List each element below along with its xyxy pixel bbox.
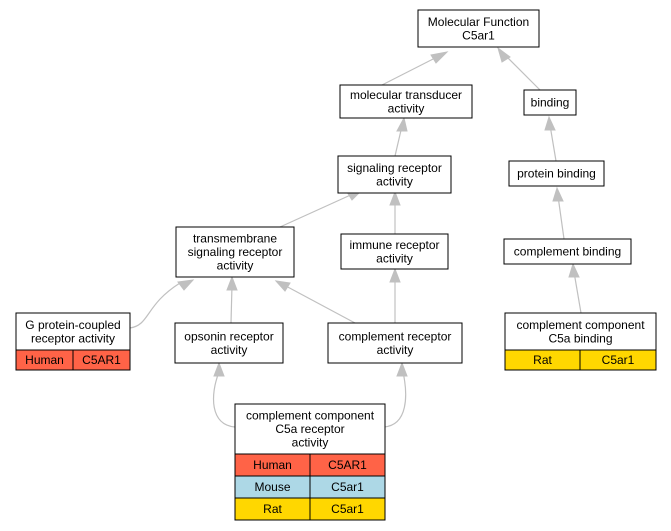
arrowhead-c5ar-to-cra [396,361,408,377]
node-gpcr-label-line: G protein-coupled [25,318,120,332]
arrowhead-cb-to-pb [552,186,564,202]
edge-c5ab-to-cb [573,271,582,314]
gene-cell [579,349,657,371]
arrowhead-c5ar-to-ora [213,361,225,377]
node-cb-box [503,238,632,265]
arrowhead-c5ab-to-cb [568,262,580,278]
gene-label: C5AR1 [82,353,121,367]
node-tsra-label-line: transmembrane [193,232,277,246]
node-bind-box [523,89,577,116]
node-c5ar-label-line: complement component [246,409,375,423]
node-tsra-label-line: signaling receptor [188,245,283,259]
species-label: Rat [533,353,552,367]
node-sra-box [337,155,452,194]
arrowhead-gpcr-to-tsra [177,279,195,291]
arrowhead-ora-to-tsra [226,275,238,291]
gene-cell [72,349,131,371]
arrowhead-cra-to-tsra [274,280,291,292]
node-c5ar-label-line: activity [292,436,329,450]
node-bind[interactable]: binding [523,89,577,116]
node-ora-label-line: activity [211,343,248,357]
node-ira-box [340,233,449,270]
node-ora-label-line: opsonin receptor [184,329,273,343]
edge-cb-to-pb [557,195,565,240]
gene-label: C5ar1 [602,353,635,367]
arrowhead-mta-to-mf [430,51,449,64]
edge-cra-to-tsra [283,284,356,324]
arrowhead-binding-to-mf [497,46,511,63]
species-label: Mouse [254,480,290,494]
node-cb-label-line: complement binding [514,245,621,259]
arrowhead-ira-to-sra [389,190,401,206]
edge-binding-to-mf [505,55,541,91]
node-gpcr-label-line: receptor activity [31,331,115,345]
arrowhead-pb-to-binding [544,115,556,131]
node-mta-label-line: molecular transducer [350,88,462,102]
node-mf-box [417,9,540,48]
node-ira-label-line: activity [376,251,413,265]
species-label: Human [25,353,64,367]
edges [129,55,582,428]
node-cb[interactable]: complement binding [503,238,632,265]
arrowhead-sra-to-mta [396,116,408,132]
species-label: Rat [263,502,282,516]
node-gpcr-box [15,312,131,351]
node-pb[interactable]: protein binding [508,160,605,187]
node-c5ab-box [504,312,657,351]
node-ira-label-line: immune receptor [349,238,439,252]
node-tsra-box [175,226,295,278]
node-mta-label-line: activity [388,101,425,115]
node-mf-label-line: Molecular Function [428,15,529,29]
node-bind-label-line: binding [531,96,570,110]
node-ora-box [174,322,284,364]
gene-label: C5AR1 [328,458,367,472]
node-c5ar-label-line: C5a receptor [275,422,344,436]
species-label: Human [253,458,292,472]
edge-mta-to-mf [379,55,440,87]
edge-c5ar-to-cra [383,371,407,428]
node-mf-label-line: C5ar1 [462,28,495,42]
edge-c5ar-to-ora [212,371,236,428]
edge-gpcr-to-tsra [129,282,181,329]
gene-label: C5ar1 [331,480,364,494]
node-pb-box [508,160,605,187]
node-cra-label-line: activity [377,343,414,357]
node-pb-label-line: protein binding [517,167,596,181]
edge-tsra-to-sra [279,192,356,228]
edge-ora-to-tsra [230,284,233,324]
node-c5ab-label-line: C5a binding [548,331,612,345]
node-sra-label-line: activity [376,174,413,188]
edge-pb-to-binding [549,124,557,162]
node-sra-label-line: signaling receptor [347,161,442,175]
node-mta-box [339,84,473,119]
arrowhead-cra-to-ira [389,267,401,283]
node-cra-label-line: complement receptor [339,329,452,343]
gene-label: C5ar1 [331,502,364,516]
node-c5ab-label-line: complement component [516,318,645,332]
node-cra-box [327,322,463,364]
gene-cell [309,497,386,521]
node-tsra-label-line: activity [217,259,254,273]
